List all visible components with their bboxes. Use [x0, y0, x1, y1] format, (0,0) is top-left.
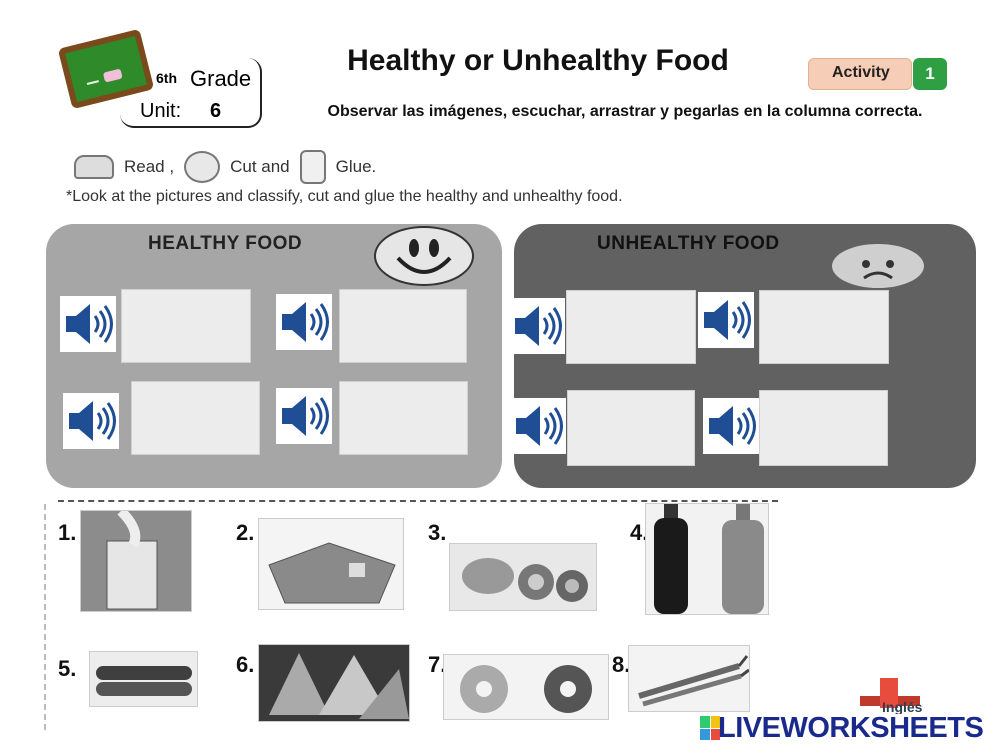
speaker-icon[interactable] [63, 393, 119, 449]
scissors-icon [184, 151, 221, 183]
unhealthy-drop-slot[interactable] [566, 290, 696, 364]
liveworksheets-brand: LIVEWORKSHEETS [718, 712, 984, 744]
activity-label: Activity [832, 64, 890, 81]
healthy-food-title: HEALTHY FOOD [148, 233, 303, 254]
unhealthy-drop-slot[interactable] [759, 290, 889, 364]
item-number: 8. [612, 652, 631, 677]
speaker-icon[interactable] [276, 294, 332, 350]
item-number: 3. [428, 520, 447, 545]
watermelon-icon[interactable] [258, 644, 410, 722]
unhealthy-drop-slot[interactable] [759, 390, 888, 466]
activity-number: 1 [913, 58, 947, 90]
speaker-icon[interactable] [60, 296, 116, 352]
donuts-icon[interactable] [443, 654, 609, 720]
unit-label: Unit: [140, 100, 182, 122]
activity-badge [808, 58, 912, 90]
healthy-drop-slot[interactable] [339, 381, 468, 455]
glue-icon [299, 150, 326, 184]
page-subtitle: Observar las imágenes, escuchar, arrastr… [327, 103, 923, 120]
speaker-icon[interactable] [509, 298, 565, 354]
healthy-drop-slot[interactable] [121, 289, 251, 363]
item-number: 5. [58, 656, 77, 681]
healthy-drop-slot[interactable] [339, 289, 467, 363]
glue-label: Glue. [335, 157, 377, 176]
sad-face-icon [832, 244, 924, 288]
speaker-icon[interactable] [703, 398, 759, 454]
eggs-icon[interactable] [449, 543, 597, 611]
cut-line [58, 500, 778, 502]
cut-border [44, 504, 776, 730]
cucumbers-icon[interactable] [89, 651, 198, 707]
soda-bottles-icon[interactable] [645, 503, 769, 615]
milk-glass-icon[interactable] [80, 510, 192, 612]
item-number: 1. [58, 520, 77, 545]
item-number: 7. [428, 652, 447, 677]
instruction-icons-row: Read , Cut and Glue. [74, 150, 376, 184]
page-title: Healthy or Unhealthy Food [347, 44, 729, 77]
cake-icon[interactable] [258, 518, 404, 610]
unit-number: 6 [210, 100, 222, 122]
healthy-drop-slot[interactable] [131, 381, 260, 455]
item-number: 6. [236, 652, 255, 677]
liveworksheets-logo-icon [700, 716, 720, 740]
smiley-face-icon [374, 226, 474, 286]
item-number: 4. [630, 520, 649, 545]
unhealthy-food-title: UNHEALTHY FOOD [597, 233, 780, 254]
carrots-icon[interactable] [628, 645, 750, 712]
read-label: Read , [124, 157, 175, 176]
book-icon [74, 155, 114, 179]
speaker-icon[interactable] [276, 388, 332, 444]
speaker-icon[interactable] [510, 398, 566, 454]
cut-label: Cut and [230, 157, 290, 176]
speaker-icon[interactable] [698, 292, 754, 348]
ingles-logo: Inglés [860, 674, 940, 715]
grade-label: Grade [190, 66, 252, 91]
grade-number: 6th [156, 70, 177, 86]
item-number: 2. [236, 520, 255, 545]
instruction-text: *Look at the pictures and classify, cut … [66, 188, 623, 205]
svg-text:Inglés: Inglés [882, 699, 923, 714]
grade-box [120, 58, 262, 128]
unhealthy-drop-slot[interactable] [567, 390, 695, 466]
